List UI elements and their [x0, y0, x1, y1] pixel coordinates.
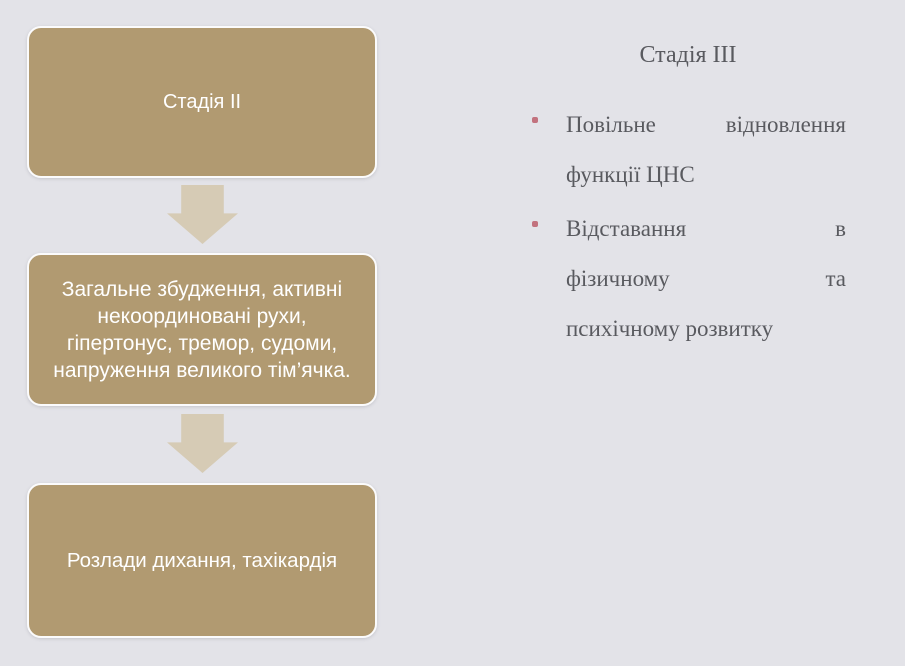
- bullet-line: функції ЦНС: [566, 162, 695, 187]
- bullet-word: відновлення: [725, 112, 846, 137]
- stage3-title: Стадія III: [639, 42, 737, 68]
- bullet-word: фізичному: [566, 266, 670, 291]
- bullet-word: Відставання: [566, 216, 687, 241]
- flow-box-breathing-label: Розлади дихання, тахікардія: [66, 548, 338, 572]
- bullet-marker-icon: [532, 221, 538, 227]
- stage3-text-block: Стадія III Повільне відновлення функції …: [508, 40, 868, 358]
- bullet-item-development-delay: Відставання в фізичному та психічному ро…: [508, 204, 868, 354]
- flow-box-symptoms: Загальне збудження, активні некоординова…: [27, 253, 377, 406]
- down-arrow-icon: [167, 414, 238, 473]
- bullet-word: Повільне: [566, 112, 656, 137]
- flow-box-stage2-label: Стадія II: [162, 90, 242, 113]
- flow-box-stage2: Стадія II: [27, 26, 377, 178]
- bullet-word: та: [825, 266, 846, 291]
- flow-box-symptoms-line4: напруження великого тім’ячка.: [53, 358, 351, 382]
- flow-box-symptoms-line2: некоординовані рухи,: [97, 304, 307, 328]
- bullet-word: в: [835, 216, 846, 241]
- bullet-line: психічному розвитку: [566, 316, 774, 341]
- bullet-marker-icon: [532, 117, 538, 123]
- flow-box-symptoms-line3: гіпертонус, тремор, судоми,: [66, 331, 338, 355]
- flow-box-breathing: Розлади дихання, тахікардія: [27, 483, 377, 638]
- bullet-line: Повільне відновлення: [566, 100, 846, 150]
- bullet-item-cns-recovery: Повільне відновлення функції ЦНС: [508, 100, 868, 200]
- bullet-line: фізичному та: [566, 254, 846, 304]
- flow-box-symptoms-line1: Загальне збудження, активні: [61, 277, 343, 301]
- stage3-bullet-list: Повільне відновлення функції ЦНС Відстав…: [508, 100, 868, 354]
- bullet-line: Відставання в: [566, 204, 846, 254]
- down-arrow-icon: [167, 185, 238, 244]
